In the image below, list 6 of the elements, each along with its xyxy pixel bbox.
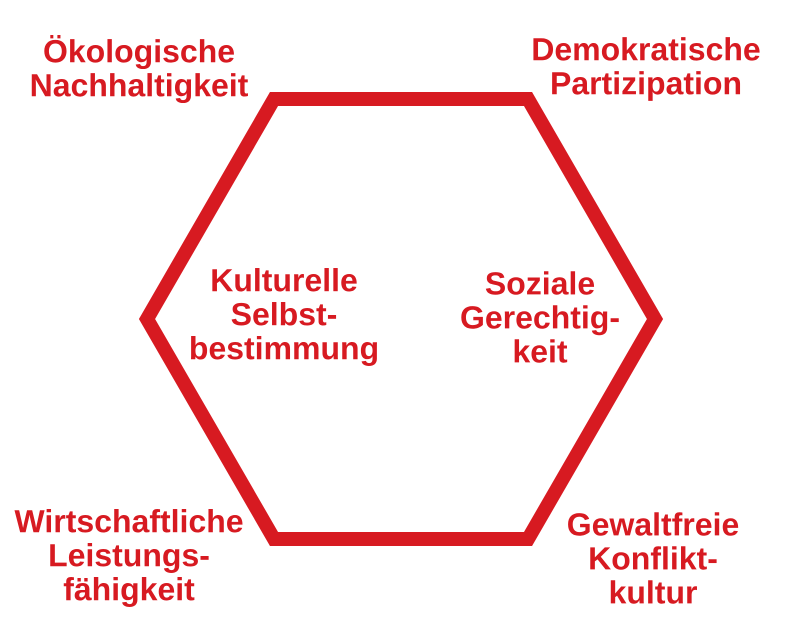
- hexagon-label: Kulturelle Selbst- bestimmung: [191, 268, 377, 366]
- corner-label: Ökologische Nachhaltigkeit: [32, 34, 248, 104]
- hexagon-label: Soziale Gerechtig- keit: [461, 271, 619, 363]
- corner-label: Gewaltfreie Konflikt- kultur: [568, 512, 738, 604]
- corner-label: Wirtschaftliche Leistungs- fähigkeit: [14, 509, 242, 607]
- corner-label: Demokratische Partizipation: [533, 37, 760, 101]
